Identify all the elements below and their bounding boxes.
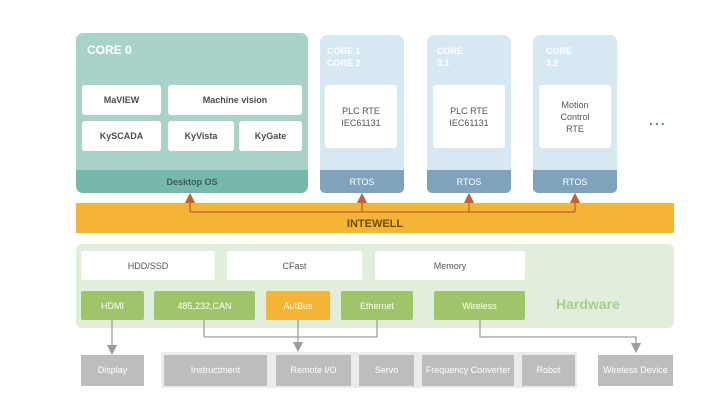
plc-rte-box-2: PLC RTE IEC61131: [433, 85, 505, 148]
intewell-connector: [184, 192, 581, 213]
box-line: IEC61131: [449, 117, 489, 128]
plc-rte-box-1: PLC RTE IEC61131: [325, 85, 397, 148]
core-title-line: CORE 1: [327, 46, 361, 56]
box-line: Control: [560, 111, 590, 122]
hardware-label: Hardware: [556, 296, 620, 312]
robot-device: Robot: [522, 355, 575, 386]
desktop-os-bar: Desktop OS: [76, 170, 308, 193]
core-title-line: CORE: [546, 46, 573, 56]
hdd-ssd-box: HDD/SSD: [81, 251, 215, 280]
instructment-device: Instructment: [164, 355, 267, 386]
display-device: Display: [81, 355, 144, 386]
app-kyvista: KyVista: [168, 121, 234, 151]
core-title-line: CORE: [437, 46, 464, 56]
rtos-bar-2: RTOS: [427, 170, 511, 193]
core0-title: CORE 0: [87, 43, 132, 57]
frequency-converter-device: Frequency Converter: [422, 355, 514, 386]
wireless-device: Wireless Device: [598, 355, 673, 386]
core-title-line: 3.1: [437, 58, 450, 68]
box-line: RTE: [566, 123, 584, 134]
more-cores-ellipsis: ...: [649, 112, 667, 128]
rtos-bar-1: RTOS: [320, 170, 404, 193]
core-1-2-title: CORE 1 CORE 2: [327, 45, 361, 69]
core-3-2-title: CORE 3.2: [546, 45, 572, 69]
core-3-1-title: CORE 3.1: [437, 45, 463, 69]
hdmi-box: HDMI: [81, 291, 144, 320]
box-line: Motion: [561, 99, 589, 110]
app-kyscada: KySCADA: [82, 121, 161, 151]
box-line: IEC61131: [341, 117, 381, 128]
ethernet-box: Ethernet: [341, 291, 413, 320]
app-maview: MaVIEW: [82, 85, 161, 115]
remote-io-device: Remote I/O: [276, 355, 351, 386]
cfast-box: CFast: [227, 251, 362, 280]
motion-control-box: Motion Control RTE: [539, 85, 611, 148]
box-line: PLC RTE: [342, 105, 380, 116]
core-title-line: CORE 2: [327, 58, 361, 68]
bus-485-232-can-box: 485,232,CAN: [154, 291, 255, 320]
wireless-device-arrow: [479, 320, 642, 354]
wireless-box: Wireless: [434, 291, 525, 320]
servo-device: Servo: [359, 355, 414, 386]
intewell-label: INTEWELL: [346, 218, 404, 230]
intewell-bus: INTEWELL: [76, 203, 674, 233]
autbus-box: AutBus: [266, 291, 330, 320]
memory-box: Memory: [375, 251, 525, 280]
rtos-bar-3: RTOS: [533, 170, 617, 193]
core-title-line: 3.2: [546, 58, 559, 68]
fieldbus-connector: [203, 320, 378, 353]
box-line: PLC RTE: [450, 105, 488, 116]
app-machine-vision: Machine vision: [168, 85, 302, 115]
app-kygate: KyGate: [239, 121, 302, 151]
